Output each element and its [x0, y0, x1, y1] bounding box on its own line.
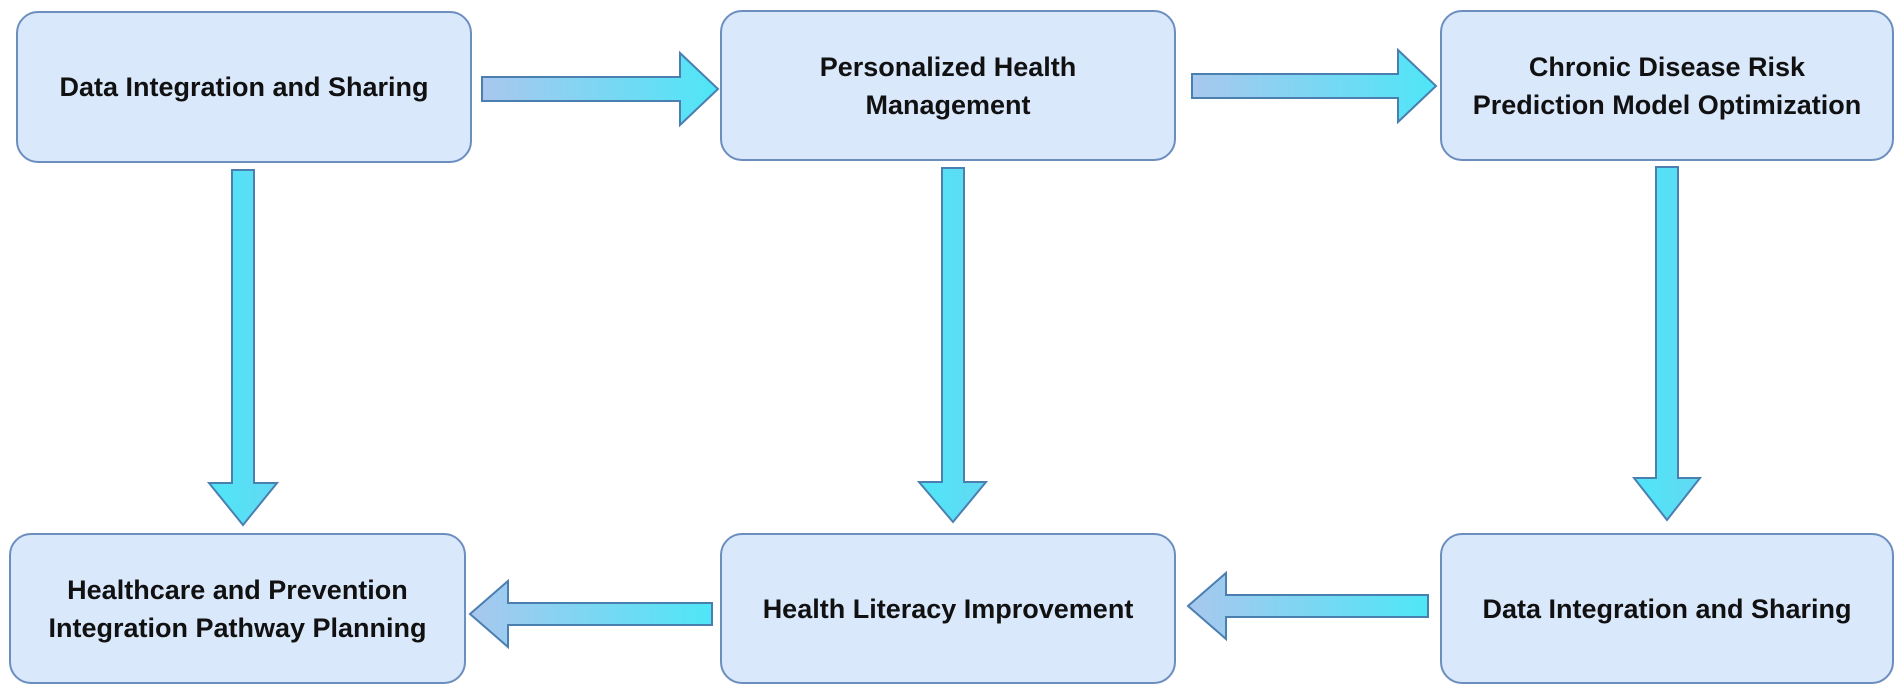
arrow-node-1-to-node-2	[481, 50, 720, 128]
arrow-node-3-to-node-6	[1631, 166, 1703, 522]
arrow-node-2-to-node-5	[916, 167, 989, 524]
arrow-node-5-to-node-4	[468, 578, 713, 650]
node-label: Health Literacy Improvement	[762, 593, 1134, 624]
node-data-integration-and-sharing-bottom: Data Integration and Sharing	[1440, 533, 1894, 684]
node-health-literacy-improvement: Health Literacy Improvement	[720, 533, 1176, 684]
arrow-node-1-to-node-4	[206, 169, 280, 527]
node-label: Chronic Disease Risk Prediction Model Op…	[1472, 51, 1862, 120]
arrow-node-2-to-node-3	[1191, 47, 1438, 125]
node-label: Healthcare and Prevention Integration Pa…	[48, 574, 427, 643]
node-data-integration-and-sharing-top: Data Integration and Sharing	[16, 11, 472, 163]
node-label: Personalized Health Management	[819, 51, 1077, 120]
arrow-node-6-to-node-5	[1186, 570, 1429, 642]
node-label: Data Integration and Sharing	[1482, 593, 1852, 624]
node-personalized-health-management: Personalized Health Management	[720, 10, 1176, 161]
node-healthcare-prevention-integration: Healthcare and Prevention Integration Pa…	[9, 533, 466, 684]
node-label: Data Integration and Sharing	[59, 72, 429, 102]
node-chronic-disease-risk-prediction: Chronic Disease Risk Prediction Model Op…	[1440, 10, 1894, 161]
